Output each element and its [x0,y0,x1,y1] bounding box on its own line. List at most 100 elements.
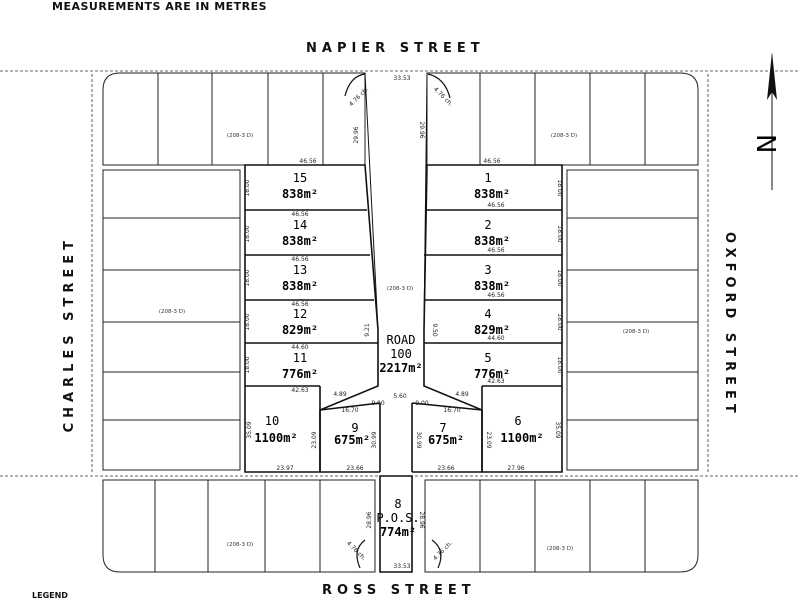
dim-frontage-15: 18.00 [244,179,251,196]
dim-trunc-sw: 4.76 ch. [345,540,367,562]
dim-frontage-3: 18.00 [556,269,563,286]
dim-lot14-depth: 46.56 [291,211,308,218]
lot-9-number: 9 [351,421,358,435]
pos-number: 8 [394,497,401,511]
lot-12-number: 12 [293,307,307,321]
existing-lots [102,72,699,573]
pos-label: P.O.S. [376,511,419,525]
lot-11-area: 776m² [282,367,318,381]
road-reserve-lines [0,70,800,477]
lot-14-area: 838m² [282,234,318,248]
dim-489-left: 4.89 [333,391,347,398]
dim-frontage-14: 18.00 [244,225,251,242]
dim-frontage-13: 18.00 [244,269,251,286]
dim-900-right: 9.00 [415,400,429,407]
subdivision-lots [244,164,563,573]
dim-frontage-11: 18.00 [244,356,251,373]
lot-14-number: 14 [293,218,307,232]
plan-references: (208-3 D) (208-3 D) (208-3 D) (208-3 D) … [159,133,649,552]
lot-13-number: 13 [293,263,307,277]
lot-1-number: 1 [484,171,491,185]
lot-labels: 15 838m² 14 838m² 13 838m² 12 829m² 11 7… [254,171,543,539]
lot-3-area: 838m² [474,279,510,293]
dim-north-left-depth: 46.56 [299,158,316,165]
dim-lot11-depth: 44.60 [291,344,308,351]
road-label: ROAD [387,333,416,347]
dim-trunc-ne: 4.76 ch. [432,86,454,108]
north-arrow-icon: N [750,52,780,190]
truncation-arcs [344,73,451,569]
dim-north-right-depth: 46.56 [483,158,500,165]
dim-950: 9.50 [431,323,438,337]
north-arrow-label: N [750,134,780,153]
lot-1-area: 838m² [474,187,510,201]
dim-2309-right: 23.09 [485,431,492,448]
legend-label: LEGEND [32,591,68,600]
dim-3509-right: 35.09 [554,421,561,438]
lot-2-area: 838m² [474,234,510,248]
lot-5-area: 776m² [474,367,510,381]
street-south: ROSS STREET [322,583,476,598]
dim-489-right: 4.89 [455,391,469,398]
dim-3099-left: 30.99 [371,431,378,448]
lot-11-number: 11 [293,351,307,365]
dim-2896-right: 28.96 [418,511,425,528]
lot-3-number: 3 [484,263,491,277]
dim-921: 9.21 [364,323,371,337]
dim-1670-right: 16.70 [443,407,460,414]
dim-560: 5.60 [393,393,407,400]
dim-lot2-depth: 46.56 [487,247,504,254]
dim-lot13-depth: 46.56 [291,256,308,263]
dim-north-width: 33.53 [393,75,410,82]
street-north: NAPIER STREET [306,41,485,56]
dp-ref-north-left: (208-3 D) [227,133,253,139]
dp-ref-west: (208-3 D) [159,309,185,315]
lot-13-area: 838m² [282,279,318,293]
dim-frontage-2: 18.00 [556,225,563,242]
road-number: 100 [390,347,412,361]
dp-ref-south-right: (208-3 D) [547,546,573,552]
dim-frontage-1: 18.00 [556,179,563,196]
dim-road-side-right: 29.96 [418,121,425,138]
dim-lot4-depth: 44.60 [487,335,504,342]
lot-15-number: 15 [293,171,307,185]
lot-4-number: 4 [484,307,491,321]
dim-road-side-left: 29.96 [353,126,360,143]
lot-7-number: 7 [439,421,446,435]
dp-ref-east: (208-3 D) [623,329,649,335]
lot-7-area: 675m² [428,433,464,447]
road-area: 2217m² [379,361,422,375]
dim-frontage-5: 18.00 [556,356,563,373]
lot-5-number: 5 [484,351,491,365]
measurement-note: MEASUREMENTS ARE IN METRES [52,0,268,13]
dim-2397: 23.97 [276,465,293,472]
dim-lot10-depth: 42.63 [291,387,308,394]
dim-lot1-depth: 46.56 [487,202,504,209]
dim-3509-left: 35.09 [246,421,253,438]
lot-4-area: 829m² [474,323,510,337]
dim-2366-right: 23.66 [437,465,454,472]
dim-3099-right: 30.99 [415,431,422,448]
dp-ref-road: (208-3 D) [387,286,413,292]
dp-ref-south-left: (208-3 D) [227,542,253,548]
lot-15-area: 838m² [282,187,318,201]
dim-frontage-4: 18.00 [556,313,563,330]
dim-lot12-depth: 46.56 [291,301,308,308]
dim-2309-left: 23.09 [311,431,318,448]
dp-ref-north-right: (208-3 D) [551,133,577,139]
lot-6-number: 6 [514,414,521,428]
dim-2796: 27.96 [507,465,524,472]
road-reserve [364,72,428,331]
lot-12-area: 829m² [282,323,318,337]
dim-lot5-depth: 42.63 [487,378,504,385]
dim-2896-left: 28.96 [366,511,373,528]
lot-2-number: 2 [484,218,491,232]
lot-10-area: 1100m² [254,431,297,445]
dim-900-left: 9.00 [371,400,385,407]
dim-south-width: 33.53 [393,563,410,570]
dim-frontage-12: 18.00 [244,313,251,330]
dim-1670-left: 16.70 [341,407,358,414]
pos-area: 774m² [380,525,416,539]
dim-lot3-depth: 46.56 [487,292,504,299]
